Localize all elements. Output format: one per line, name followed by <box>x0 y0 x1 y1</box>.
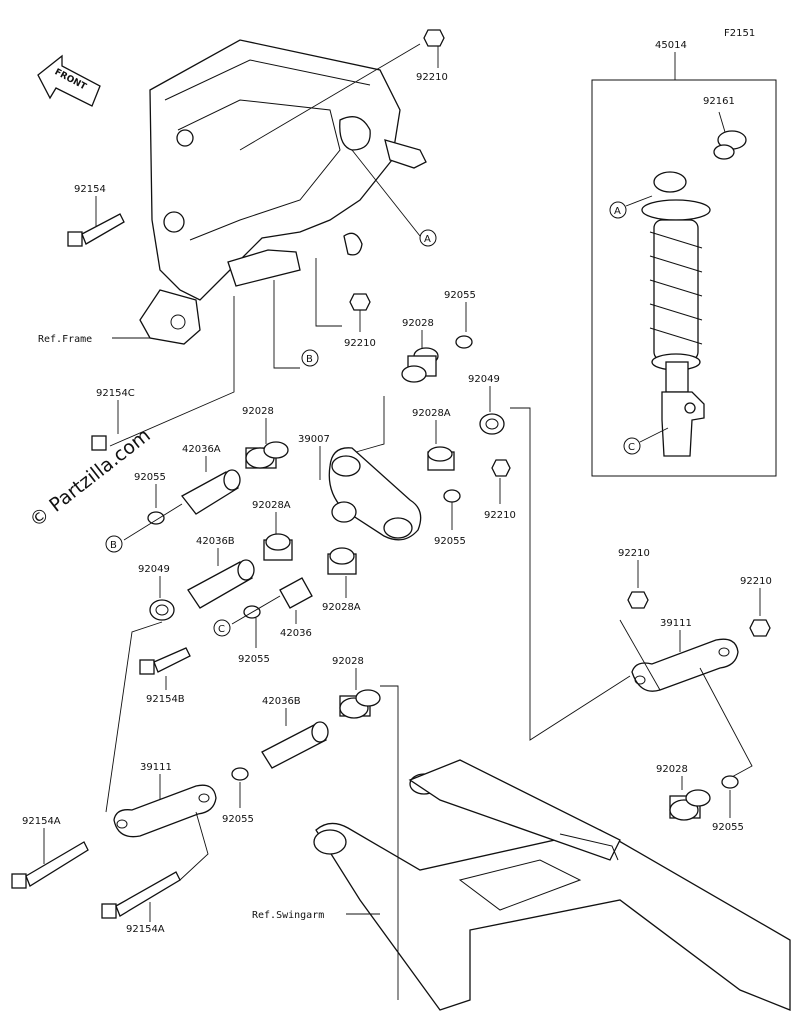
callout-a-shock <box>609 201 627 219</box>
bolt-92154 <box>67 213 125 247</box>
o-ring-92055-c <box>443 489 461 503</box>
swingarm-reference <box>313 759 791 1011</box>
bushing-92028a-a <box>427 446 455 471</box>
callout-c-left <box>213 619 231 637</box>
label-92210-d: 92210 <box>618 548 650 559</box>
label-92049-b: 92049 <box>138 564 170 575</box>
label-92028-c: 92028 <box>332 656 364 667</box>
o-ring-92055-b <box>147 511 165 525</box>
label-92049-a: 92049 <box>468 374 500 385</box>
nut-92210-d <box>627 591 649 609</box>
callout-c-shock <box>623 437 641 455</box>
label-92028-a: 92028 <box>402 318 434 329</box>
label-92210-top: 92210 <box>416 72 448 83</box>
front-arrow-icon: FRONT <box>37 54 101 107</box>
label-92055-f: 92055 <box>712 822 744 833</box>
label-92028-b: 92028 <box>242 406 274 417</box>
svg-text:B: B <box>110 540 117 551</box>
figure-code: F2151 <box>724 28 755 39</box>
label-42036b-b: 42036B <box>262 696 301 707</box>
label-92055-a: 92055 <box>444 290 476 301</box>
nut-92210-mid <box>349 293 371 311</box>
bolt-92154a-b <box>101 871 181 919</box>
label-92055-b: 92055 <box>134 472 166 483</box>
sleeve-42036b-a <box>187 559 255 609</box>
label-92055-c: 92055 <box>434 536 466 547</box>
svg-text:C: C <box>218 624 225 635</box>
label-92154: 92154 <box>74 184 106 195</box>
collar-92161 <box>713 130 747 160</box>
nut-92210-e <box>749 619 771 637</box>
callout-b-frame <box>301 349 319 367</box>
label-92154c: 92154C <box>96 388 135 399</box>
bolt-92154c <box>91 435 107 451</box>
washer-92049-a <box>479 413 505 435</box>
label-92210-c: 92210 <box>484 510 516 521</box>
label-ref-frame: Ref.Frame <box>38 334 92 345</box>
link-39111-right <box>631 638 739 692</box>
svg-text:A: A <box>614 206 621 217</box>
sleeve-42036a <box>181 469 241 515</box>
bushing-92028-c <box>339 689 381 719</box>
label-92028a-c: 92028A <box>322 602 361 613</box>
label-42036a: 42036A <box>182 444 221 455</box>
callout-a-frame <box>419 229 437 247</box>
nut-92210-c <box>491 459 511 477</box>
label-92154b: 92154B <box>146 694 185 705</box>
label-42036: 42036 <box>280 628 312 639</box>
label-92055-e: 92055 <box>222 814 254 825</box>
o-ring-92055-e <box>231 767 249 781</box>
shock-absorber-box: 45014 <box>591 40 777 477</box>
frame-reference <box>139 39 427 345</box>
o-ring-92055-a <box>455 335 473 349</box>
label-92028a-b: 92028A <box>252 500 291 511</box>
bushing-92028-d <box>669 789 711 821</box>
label-45014: 45014 <box>655 40 687 51</box>
bushing-92028-a <box>401 347 439 383</box>
svg-text:A: A <box>424 234 431 245</box>
label-ref-swingarm: Ref.Swingarm <box>252 910 324 921</box>
label-92210-e: 92210 <box>740 576 772 587</box>
label-92161: 92161 <box>703 96 735 107</box>
bushing-92028a-b <box>263 533 293 561</box>
sleeve-42036 <box>279 577 313 609</box>
nut-92210-top <box>423 29 445 47</box>
label-39007: 39007 <box>298 434 330 445</box>
label-92028-d: 92028 <box>656 764 688 775</box>
rear-shock-absorber <box>641 171 711 457</box>
label-92210-mid: 92210 <box>344 338 376 349</box>
svg-text:B: B <box>306 354 313 365</box>
label-39111-a: 39111 <box>660 618 692 629</box>
bushing-92028a-c <box>327 547 357 575</box>
link-39111-left <box>113 784 217 838</box>
sleeve-42036b-b <box>261 721 329 769</box>
label-42036b-a: 42036B <box>196 536 235 547</box>
label-92055-d: 92055 <box>238 654 270 665</box>
callout-b-left <box>105 535 123 553</box>
label-92154a-a: 92154A <box>22 816 61 827</box>
label-92028a-a: 92028A <box>412 408 451 419</box>
label-92154a-b: 92154A <box>126 924 165 935</box>
bolt-92154a-a <box>11 841 89 889</box>
label-39111-b: 39111 <box>140 762 172 773</box>
svg-text:C: C <box>628 442 635 453</box>
o-ring-92055-f <box>721 775 739 789</box>
washer-92049-b <box>149 599 175 621</box>
bolt-92154b <box>139 647 191 675</box>
bushing-92028-b <box>245 441 289 469</box>
link-39007 <box>328 447 422 541</box>
